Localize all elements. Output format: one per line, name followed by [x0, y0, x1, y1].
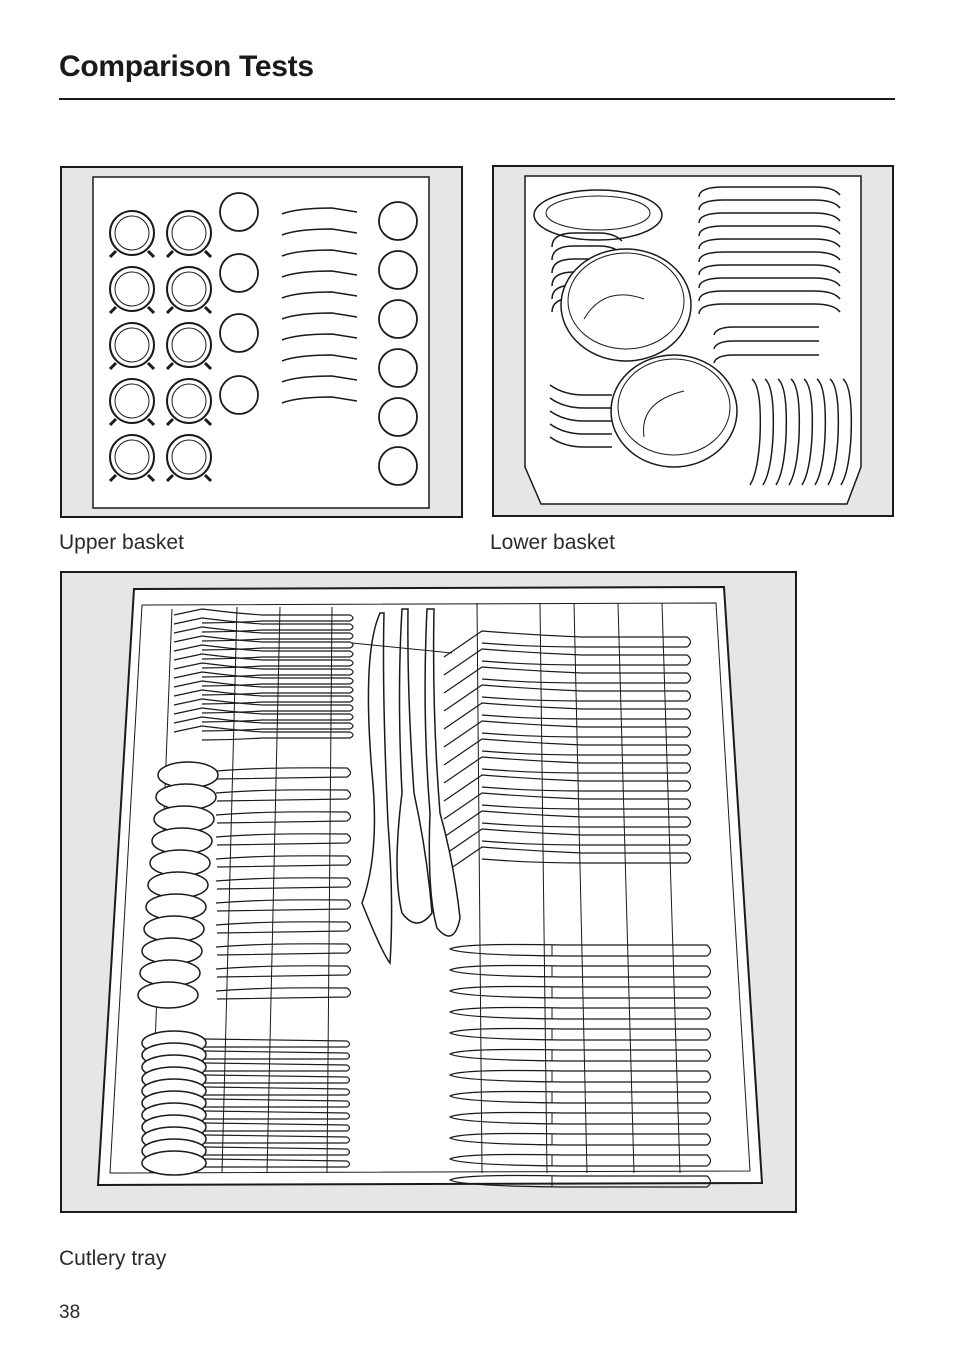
glass	[379, 202, 417, 240]
lower-basket-caption: Lower basket	[490, 531, 615, 555]
glass	[379, 251, 417, 289]
cutlery-tray-drawing	[62, 573, 795, 1211]
upper-basket-caption: Upper basket	[59, 531, 184, 555]
lower-basket-illustration	[492, 165, 894, 517]
cutlery-tray-caption: Cutlery tray	[59, 1247, 166, 1271]
glass	[220, 193, 258, 231]
glass	[220, 314, 258, 352]
glass	[220, 376, 258, 414]
cutlery-tray-illustration	[60, 571, 797, 1213]
glass	[379, 398, 417, 436]
glass	[220, 254, 258, 292]
glass	[379, 349, 417, 387]
page-title: Comparison Tests	[59, 50, 314, 84]
glass	[379, 447, 417, 485]
page-number: 38	[59, 1302, 80, 1324]
glass	[379, 300, 417, 338]
upper-basket-drawing	[62, 168, 461, 516]
bowl-upper	[561, 249, 691, 361]
title-divider	[59, 98, 895, 100]
upper-basket-illustration	[60, 166, 463, 518]
bowl-lower	[611, 355, 737, 467]
lower-basket-drawing	[494, 167, 892, 515]
